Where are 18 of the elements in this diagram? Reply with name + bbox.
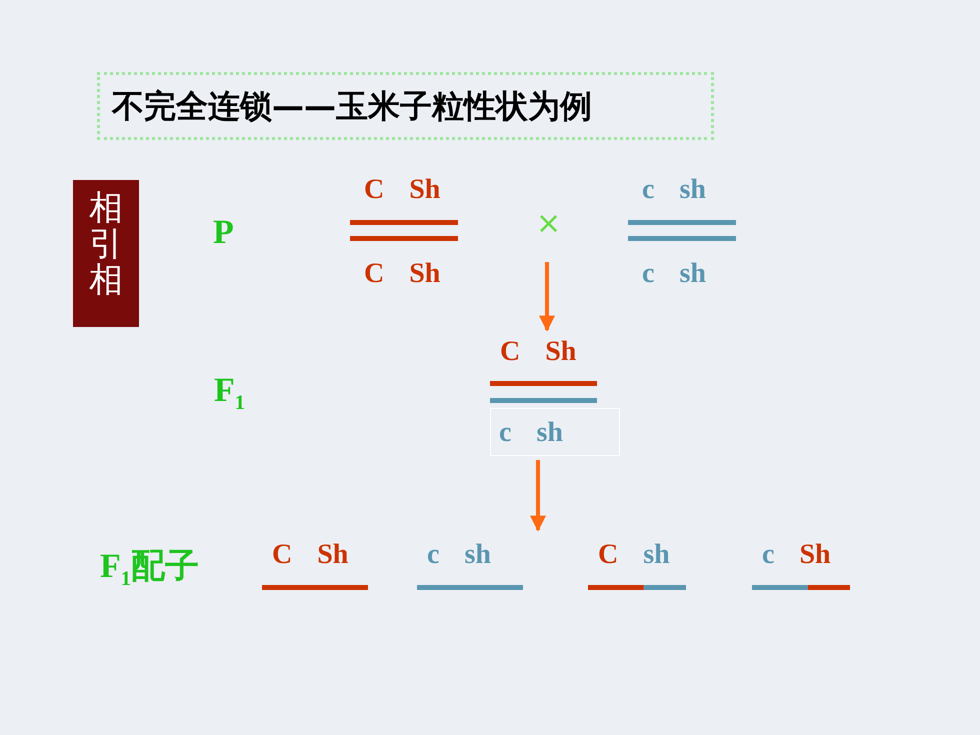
allele-label: c sh bbox=[642, 174, 706, 206]
allele-label: C Sh bbox=[364, 258, 440, 290]
cross-symbol: × bbox=[536, 206, 562, 241]
generation-label: F$_{1}$ bbox=[214, 372, 245, 416]
allele-label: C Sh bbox=[272, 539, 348, 571]
arrow bbox=[530, 460, 546, 532]
allele-label: c Sh bbox=[762, 539, 831, 571]
allele-label: c sh bbox=[642, 258, 706, 290]
allele-label: C sh bbox=[598, 539, 670, 571]
generation-label: P bbox=[213, 214, 234, 252]
title: 不完全连锁——玉米子粒性状为例 bbox=[112, 86, 592, 127]
arrow bbox=[539, 262, 555, 332]
phase-box: 相引相 bbox=[73, 180, 139, 327]
generation-label: F$_{1}$配子 bbox=[100, 548, 199, 592]
allele-label: C Sh bbox=[364, 174, 440, 206]
allele-label: c sh bbox=[427, 539, 491, 571]
allele-label: c sh bbox=[490, 408, 620, 456]
allele-label: C Sh bbox=[500, 336, 576, 368]
